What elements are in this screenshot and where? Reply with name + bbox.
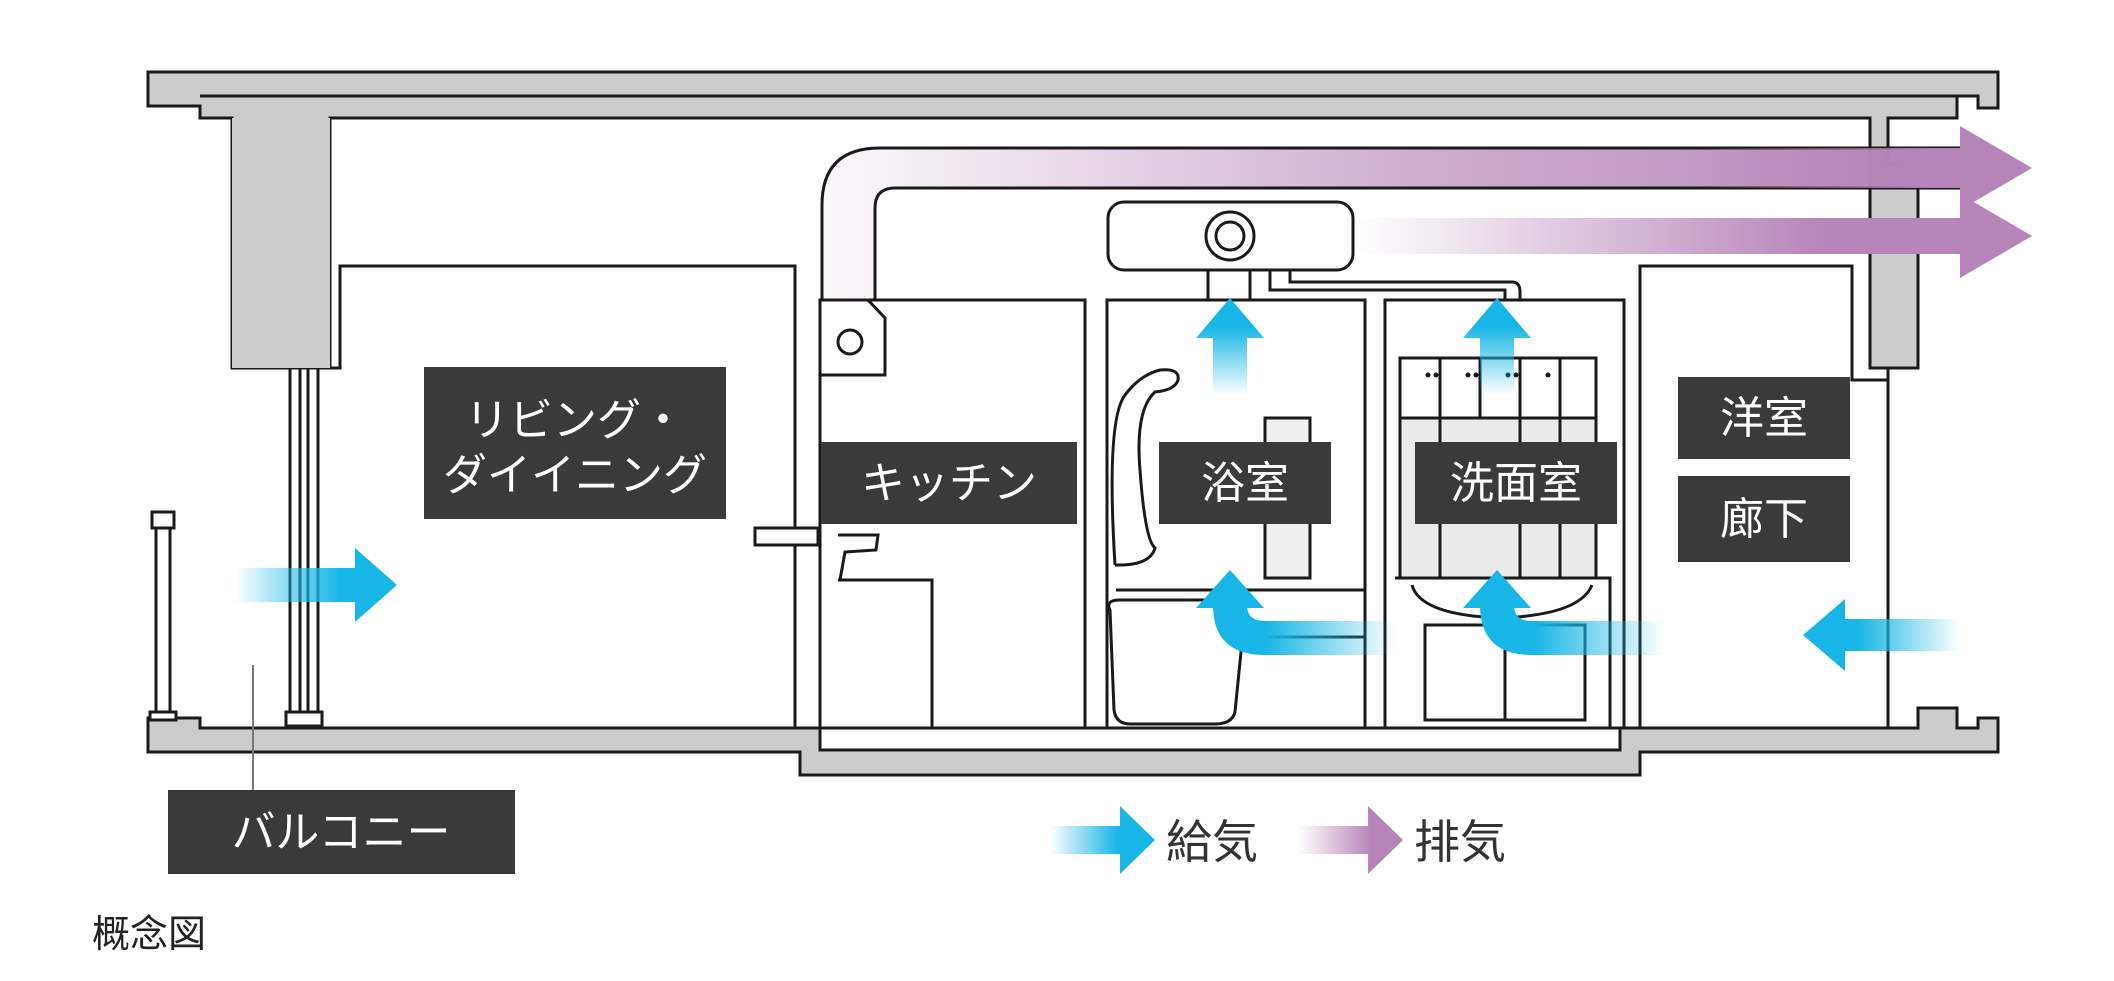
label-western-room-text: 洋室	[1720, 393, 1808, 444]
washroom-fixtures	[1395, 356, 1612, 728]
bath-fixtures	[1107, 368, 1365, 726]
label-hallway-text: 廊下	[1720, 494, 1808, 545]
legend-exhaust-icon	[1298, 806, 1403, 874]
kitchen-fixtures	[753, 298, 934, 728]
sliding-window	[284, 368, 324, 728]
legend-supply-label: 給気	[1166, 815, 1258, 869]
ventilation-fan-unit	[1106, 200, 1522, 300]
legend: 給気 排気	[1050, 806, 1506, 874]
supply-arrow-hallway	[1803, 599, 1960, 671]
supply-arrow-washroom-up	[1463, 298, 1531, 395]
figure-caption: 概念図	[92, 912, 206, 956]
label-bath-text: 浴室	[1201, 458, 1289, 509]
label-balcony-text: バルコニー	[231, 807, 450, 858]
supply-arrow-bath-curve	[1196, 570, 1395, 655]
label-bath: 浴室	[1159, 442, 1331, 524]
bath-exhaust-duct	[1353, 194, 2032, 278]
label-washroom: 洗面室	[1415, 442, 1617, 524]
supply-arrow-washroom-curve	[1463, 570, 1665, 655]
label-living: リビング・ ダイイニング	[424, 367, 726, 519]
label-balcony: バルコニー	[168, 790, 515, 874]
supply-arrow-bath-up	[1196, 298, 1264, 395]
supply-arrow-living	[235, 548, 397, 622]
label-western-room: 洋室	[1678, 377, 1850, 459]
kitchen-exhaust-arrow	[1700, 126, 2032, 210]
legend-supply-icon	[1050, 806, 1155, 874]
label-washroom-text: 洗面室	[1450, 458, 1582, 509]
label-hallway: 廊下	[1678, 476, 1850, 562]
floor-slab	[146, 706, 2000, 777]
legend-exhaust-label: 排気	[1414, 815, 1506, 869]
label-kitchen-text: キッチン	[861, 458, 1037, 509]
label-living-line1: リビング・	[465, 395, 685, 446]
label-kitchen: キッチン	[821, 442, 1077, 524]
balcony-rail	[148, 510, 178, 722]
label-living-line2: ダイイニング	[443, 450, 707, 501]
kitchen-exhaust-duct	[820, 146, 1982, 302]
